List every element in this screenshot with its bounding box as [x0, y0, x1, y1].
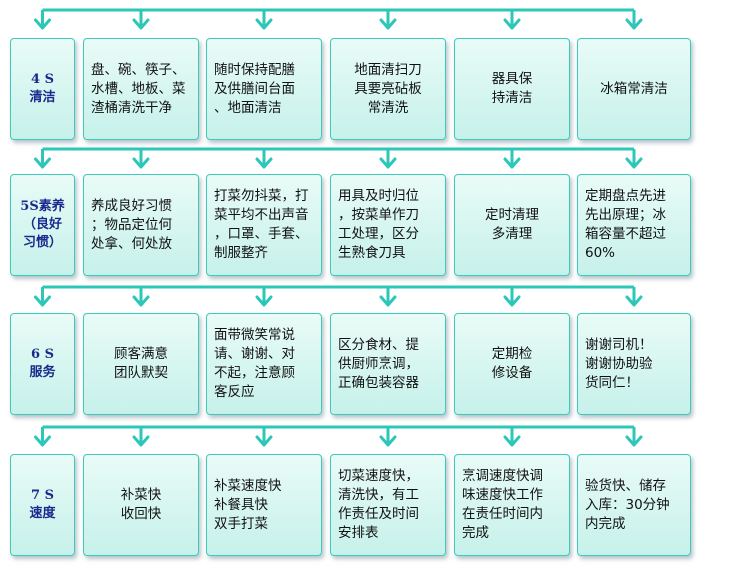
chevron-down-icon	[255, 18, 273, 30]
discipline-item-cleanup: 定时清理 多清理	[454, 174, 570, 276]
item-text: 用具及时归位 ，按菜单作刀 工处理，区分 生熟食刀具	[338, 188, 419, 261]
chevron-down-icon	[255, 295, 273, 307]
item-text: 面带微笑常说 请、谢谢、对 不起，注意顾 客反应	[214, 327, 295, 400]
service-item-satisfaction: 顾客满意 团队默契	[83, 313, 199, 415]
chevron-down-icon	[34, 295, 51, 307]
chevron-down-icon	[255, 157, 273, 169]
chevron-down-icon	[503, 157, 521, 169]
speed-item-cutting: 切菜速度快， 清洗快，有工 作责任及时间 安排表	[330, 454, 446, 556]
chevron-down-icon	[625, 435, 643, 447]
item-text: 定期盘点先进 先出原理；冰 箱容量不超过 60%	[585, 188, 666, 261]
item-text: 定时清理 多清理	[485, 207, 539, 242]
speed-item-serving: 补菜速度快 补餐具快 双手打菜	[206, 454, 322, 556]
row-label-text: 4 S 清洁	[29, 72, 56, 105]
chevron-down-icon	[34, 18, 51, 30]
item-text: 盘、碗、筷子、 水槽、地板、菜 渣桶清洗干净	[91, 61, 186, 116]
item-text: 区分食材、提 供厨师烹调， 正确包装容器	[338, 336, 419, 391]
chevron-down-icon	[34, 157, 51, 169]
cleaning-item-floor-knives: 地面清扫刀 具要亮砧板 常清洗	[330, 38, 446, 140]
cleaning-item-utensils: 器具保 持清洁	[454, 38, 570, 140]
speed-item-cooking: 烹调速度快调 味速度快工作 在责任时间内 完成	[454, 454, 570, 556]
discipline-item-tools: 用具及时归位 ，按菜单作刀 工处理，区分 生熟食刀具	[330, 174, 446, 276]
item-text: 地面清扫刀 具要亮砧板 常清洗	[354, 61, 422, 116]
chevron-down-icon	[625, 295, 643, 307]
chevron-down-icon	[132, 295, 150, 307]
chevron-down-icon	[379, 295, 397, 307]
service-item-thanks: 谢谢司机！ 谢谢协助验 货同仁！	[577, 313, 691, 415]
chevron-down-icon	[132, 435, 150, 447]
service-item-courtesy: 面带微笑常说 请、谢谢、对 不起，注意顾 客反应	[206, 313, 322, 415]
speed-item-receiving: 验货快、储存 入库：30分钟 内完成	[577, 454, 691, 556]
discipline-item-serving: 打菜勿抖菜，打 菜平均不出声音 ，口罩、手套、 制服整齐	[206, 174, 322, 276]
service-item-ingredients: 区分食材、提 供厨师烹调， 正确包装容器	[330, 313, 446, 415]
speed-item-refill: 补菜快 收回快	[83, 454, 199, 556]
chevron-down-icon	[132, 157, 150, 169]
item-text: 补菜快 收回快	[120, 487, 162, 522]
item-text: 器具保 持清洁	[491, 71, 533, 106]
item-text: 顾客满意 团队默契	[114, 346, 168, 381]
chevron-down-icon	[132, 18, 150, 30]
item-text: 验货快、储存 入库：30分钟 内完成	[585, 477, 670, 532]
chevron-down-icon	[255, 435, 273, 447]
item-text: 切菜速度快， 清洗快，有工 作责任及时间 安排表	[338, 468, 419, 541]
chevron-down-icon	[625, 18, 643, 30]
row-label-text: 5S素养 （良好 习惯）	[20, 199, 65, 250]
row-label-7s-speed: 7 S 速度	[10, 454, 75, 556]
row-label-6s-service: 6 S 服务	[10, 313, 75, 415]
chevron-down-icon	[34, 435, 51, 447]
service-item-maintenance: 定期检 修设备	[454, 313, 570, 415]
chevron-down-icon	[625, 157, 643, 169]
cleaning-item-fridge: 冰箱常清洁	[577, 38, 691, 140]
item-text: 补菜速度快 补餐具快 双手打菜	[214, 477, 282, 532]
cleaning-item-dishes: 盘、碗、筷子、 水槽、地板、菜 渣桶清洗干净	[83, 38, 199, 140]
item-text: 谢谢司机！ 谢谢协助验 货同仁！	[585, 336, 653, 391]
row-label-text: 7 S 速度	[29, 488, 56, 521]
discipline-item-habits: 养成良好习惯 ；物品定位何 处拿、何处放	[83, 174, 199, 276]
row-label-4s-cleaning: 4 S 清洁	[10, 38, 75, 140]
item-text: 随时保持配膳 及供膳间台面 、地面清洁	[214, 61, 295, 116]
item-text: 冰箱常清洁	[600, 80, 668, 97]
cleaning-item-serving-area: 随时保持配膳 及供膳间台面 、地面清洁	[206, 38, 322, 140]
item-text: 定期检 修设备	[491, 346, 533, 381]
row-label-text: 6 S 服务	[29, 347, 56, 380]
item-text: 烹调速度快调 味速度快工作 在责任时间内 完成	[462, 468, 543, 541]
discipline-item-inventory: 定期盘点先进 先出原理；冰 箱容量不超过 60%	[577, 174, 691, 276]
row-label-5s-discipline: 5S素养 （良好 习惯）	[10, 174, 75, 276]
item-text: 养成良好习惯 ；物品定位何 处拿、何处放	[91, 197, 172, 252]
chevron-down-icon	[379, 435, 397, 447]
chevron-down-icon	[503, 18, 521, 30]
chevron-down-icon	[503, 295, 521, 307]
chevron-down-icon	[379, 157, 397, 169]
chevron-down-icon	[379, 18, 397, 30]
item-text: 打菜勿抖菜，打 菜平均不出声音 ，口罩、手套、 制服整齐	[214, 188, 309, 261]
chevron-down-icon	[503, 435, 521, 447]
